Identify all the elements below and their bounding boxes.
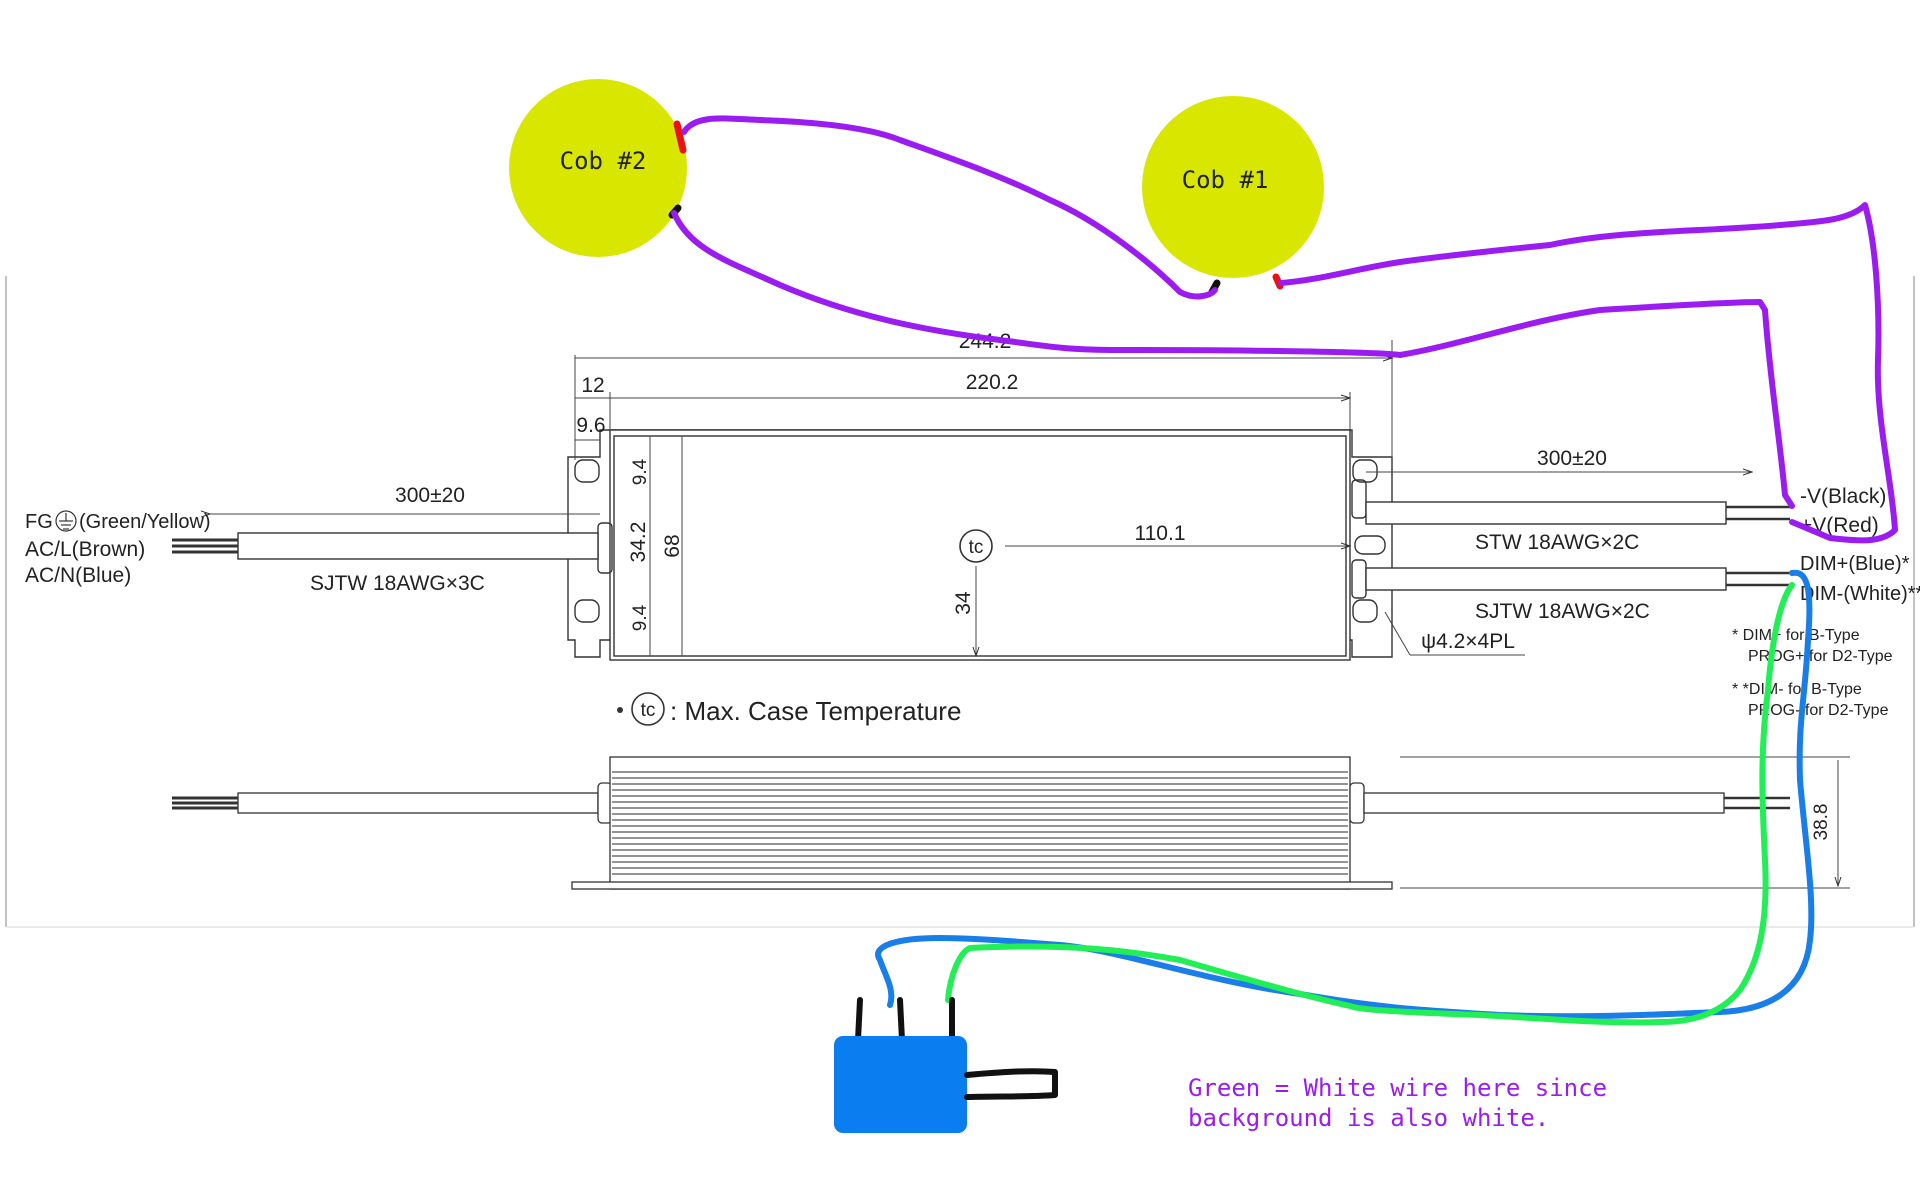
label-input-cable: SJTW 18AWG×3C [310, 572, 485, 595]
dim-mounting-holes: ψ4.2×4PL [1421, 630, 1515, 653]
wire-cob2-to-cob1 [681, 115, 1218, 300]
wire-cob2-to-psu-negative [671, 210, 1795, 509]
annotation-line-2: background is also white. [1188, 1104, 1549, 1132]
dim-hole-offset: 9.6 [576, 414, 605, 437]
dimmer-module [834, 997, 1058, 1133]
dim-total-width: 68 [661, 534, 684, 557]
svg-text:Cob #1: Cob #1 [1182, 166, 1269, 194]
height-dimension [1400, 756, 1850, 889]
svg-text:Cob #2: Cob #2 [560, 147, 647, 175]
note-dim-plus-2: PROG+ for D2-Type [1748, 648, 1893, 665]
label-dim-minus: DIM-(White)** [1800, 583, 1920, 605]
heatsink-fins [612, 771, 1348, 875]
svg-text:: Max. Case Temperature: : Max. Case Temperature [670, 696, 961, 726]
cob-2: Cob #2 [509, 79, 687, 257]
annotation-line-1: Green = White wire here since [1188, 1074, 1607, 1102]
note-dim-plus-1: * DIM+ for B-Type [1732, 627, 1860, 644]
dim-inner-width: 34.2 [627, 522, 650, 563]
wire-dim-minus [945, 582, 1795, 1026]
tc-marker: tc [959, 529, 993, 563]
dim-input-cable: 300±20 [395, 484, 465, 507]
ground-icon [55, 510, 77, 532]
svg-text:tc: tc [641, 700, 656, 721]
dim-body-length: 220.2 [966, 371, 1019, 394]
label-sjtw-cable: SJTW 18AWG×2C [1475, 600, 1650, 623]
dim-center-height: 34 [952, 591, 975, 615]
input-cable [172, 532, 599, 560]
label-dim-plus: DIM+(Blue)* [1800, 553, 1910, 575]
dimension-lines [210, 340, 1752, 656]
label-stw-cable: STW 18AWG×2C [1475, 531, 1639, 554]
dim-height: 38.8 [1811, 804, 1832, 841]
note-dim-minus-1: * *DIM- for B-Type [1732, 681, 1862, 698]
psu-side-view [172, 756, 1790, 890]
cob-1: Cob #1 [1142, 96, 1324, 278]
label-acn: AC/N(Blue) [25, 564, 131, 587]
label-fg: FG [25, 511, 53, 533]
dim-flange: 12 [581, 374, 604, 397]
output-cables [1365, 501, 1790, 591]
label-fg-color: (Green/Yellow) [79, 511, 211, 533]
dim-hole-spacing-bottom: 9.4 [630, 604, 651, 631]
tc-legend: tc : Max. Case Temperature [617, 692, 961, 726]
label-acl: AC/L(Brown) [25, 538, 145, 561]
dim-output-cable: 300±20 [1537, 447, 1607, 470]
drawing-frame [5, 276, 1915, 928]
dim-hole-spacing-top: 9.4 [630, 458, 651, 485]
dim-tc-offset: 110.1 [1135, 522, 1186, 545]
svg-text:tc: tc [969, 537, 984, 558]
label-neg-v: -V(Black) [1800, 485, 1886, 508]
cob2-positive-terminal [673, 120, 687, 154]
wire-cob1-to-psu-positive [1278, 202, 1898, 544]
note-dim-minus-2: PROG- for D2-Type [1748, 702, 1889, 719]
